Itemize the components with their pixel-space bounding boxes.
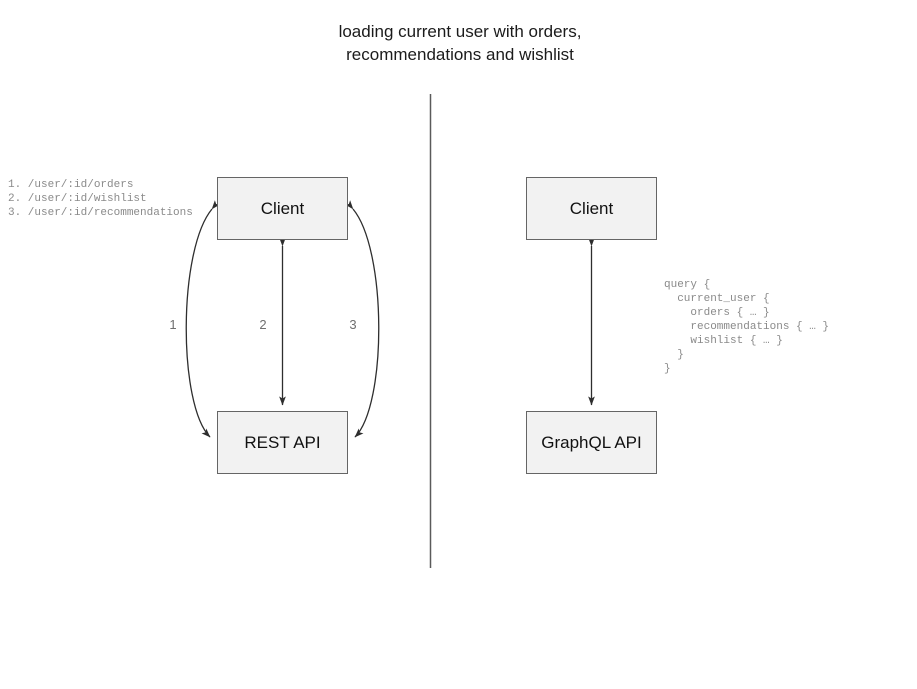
node-rest-api[interactable]: REST API [217,411,348,474]
edge-1-client-rest [185,200,221,438]
node-rest-api-label: REST API [244,432,321,452]
edge-label-2: 2 [259,317,267,332]
node-client-graphql[interactable]: Client [526,177,657,240]
rest-endpoints-annotation: 1. /user/:id/orders 2. /user/:id/wishlis… [8,179,193,219]
edge-label-1: 1 [169,317,177,332]
graphql-query-annotation: query { current_user { orders { … } reco… [664,279,830,375]
node-client-rest[interactable]: Client [217,177,348,240]
edge-label-3: 3 [349,317,357,332]
node-graphql-api[interactable]: GraphQL API [526,411,657,474]
node-graphql-api-label: GraphQL API [541,432,642,452]
page-title: loading current user with orders, recomm… [338,22,582,64]
node-client-graphql-label: Client [569,198,614,218]
node-client-rest-label: Client [260,198,305,218]
